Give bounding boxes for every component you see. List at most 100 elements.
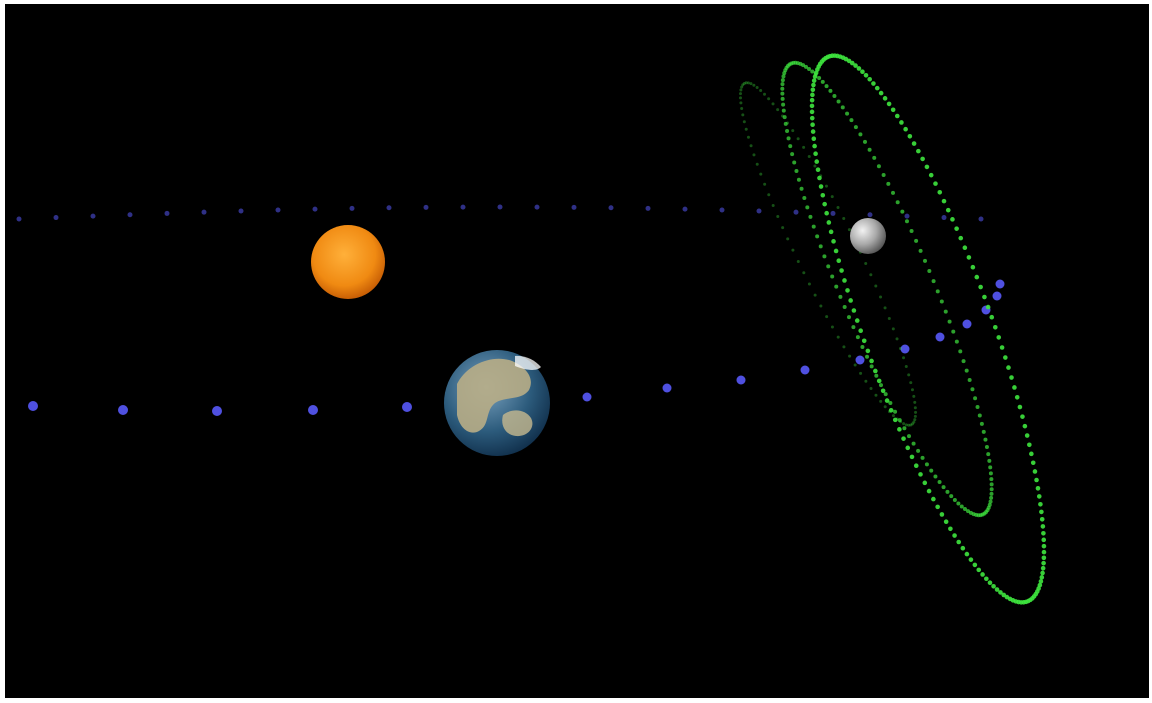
trajectory-dot [945,207,951,213]
trajectory-dot [939,299,944,304]
orbit-dot [962,319,972,329]
trajectory-dot [933,181,938,186]
orbit-dot [855,355,865,365]
trajectory-dot [869,387,873,391]
orbit-dot [941,215,947,221]
trajectory-dot [855,335,860,340]
trajectory-dot [907,373,911,377]
trajectory-dot [966,509,971,514]
moon [850,218,886,254]
trajectory-dot [951,329,956,334]
trajectory-dot [1039,509,1044,515]
trajectory-dot [905,445,911,451]
trajectory-dot [911,422,915,426]
trajectory-dot [739,101,743,105]
trajectory-dot [802,195,807,200]
trajectory-dot [742,81,746,85]
trajectory-dot [1027,442,1032,448]
trajectory-dot [914,238,919,243]
trajectory-dot [937,189,943,195]
trajectory-dot [1041,543,1047,549]
trajectory-dot [879,295,883,299]
trajectory-dot [929,468,934,473]
trajectory-dot [970,387,975,392]
trajectory-dot [911,441,916,446]
trajectory-dot [927,269,932,274]
trajectory-dot [937,480,942,485]
trajectory-dot [856,66,862,71]
trajectory-dot [739,96,743,100]
trajectory-dot [910,388,914,392]
trajectory-dot [873,368,878,374]
trajectory-dot [853,363,857,367]
trajectory-dot [909,454,915,460]
trajectory-dot [744,81,748,85]
trajectory-dot [991,583,996,589]
trajectory-dot [749,82,753,86]
trajectory-dot [865,348,871,354]
trajectory-dot [903,126,908,132]
trajectory-dot [880,388,886,394]
trajectory-dot [861,338,867,344]
trajectory-dot [799,186,804,191]
trajectory-dot [941,485,946,490]
trajectory-dot [891,327,895,331]
trajectory-dot [782,115,787,120]
trajectory-dot [809,97,815,103]
trajectory-dot [807,66,812,71]
trajectory-dot [902,426,907,431]
trajectory-dot [780,82,785,87]
trajectory-dot [897,427,902,432]
trajectory-dot [846,315,851,320]
trajectory-dot [781,74,786,79]
trajectory-dot [994,587,1000,592]
trajectory-dot [807,282,811,286]
trajectory-dot [826,220,832,225]
trajectory-dot [814,159,820,164]
trajectory-dot [947,319,952,324]
trajectory-dot [993,324,998,330]
trajectory-dot [888,401,893,406]
trajectory-dot [755,162,759,166]
trajectory-dot [822,201,827,207]
trajectory-dot [876,378,882,384]
trajectory-dot [931,279,936,284]
trajectory-dot [759,89,763,93]
trajectory-dot [796,137,800,141]
trajectory-dot [842,304,847,309]
trajectory-dot [848,354,852,358]
trajectory-dot [964,551,970,557]
trajectory-dot [895,417,899,421]
trajectory-dot [833,248,839,254]
trajectory-dot [853,63,858,68]
trajectory-dot [809,115,815,121]
orbit-dot [16,216,22,222]
trajectory-dot [978,284,983,290]
trajectory-dot [842,278,847,283]
trajectory-dot [813,151,818,157]
trajectory-dot [913,400,917,404]
trajectory-dot [828,229,834,235]
trajectory-dot [832,93,837,98]
animation-frame [5,4,1149,698]
trajectory-dot [911,141,917,146]
trajectory-dot [888,407,894,413]
trajectory-dot [826,264,831,269]
trajectory-dot [913,463,919,469]
trajectory-dot [931,496,936,502]
trajectory-dot [923,258,928,263]
trajectory-dot [803,64,808,69]
trajectory-dot [869,273,873,277]
orbit-dot [719,207,725,213]
trajectory-dot [802,145,806,149]
trajectory-dot [899,420,903,424]
trajectory-dot [817,175,822,181]
trajectory-dot [983,437,988,442]
trajectory-dot [1009,375,1014,380]
trajectory-dot [781,108,786,113]
trajectory-dot [893,409,898,414]
trajectory-dot [874,373,879,378]
orbit-dot [645,205,651,211]
trajectory-dot [891,414,895,418]
trajectory-dot [954,226,959,231]
